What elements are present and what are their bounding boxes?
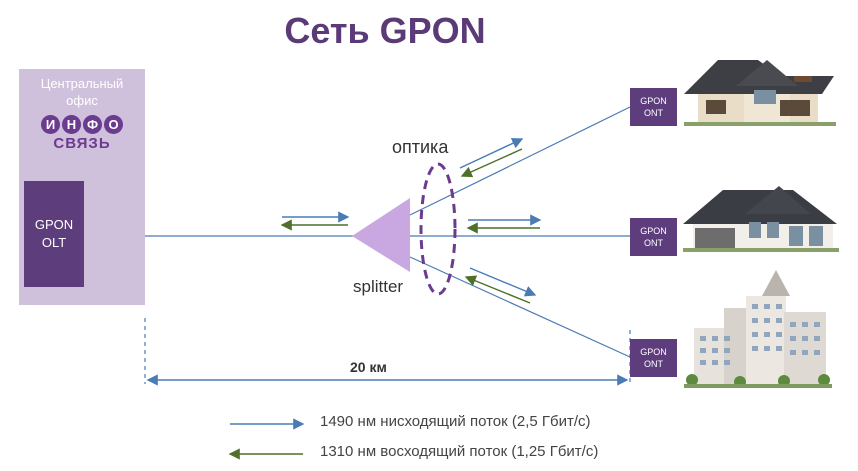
splitter-icon (352, 198, 410, 272)
gpon-ont-box-bottom: GPON ONT (630, 339, 677, 377)
central-office-label: Центральный офис (40, 76, 124, 108)
splitter-label: splitter (353, 277, 404, 296)
branch-fiber-top (409, 106, 631, 216)
infosvyaz-logo: И Н Ф О СВЯЗЬ (19, 115, 145, 152)
bottom-upstream-arrow (464, 275, 531, 304)
legend-downstream-label: 1490 нм нисходящий поток (2,5 Гбит/с) (320, 413, 591, 430)
house-icon (683, 186, 839, 252)
gpon-ont-box-top: GPON ONT (630, 88, 677, 126)
legend-upstream-label: 1310 нм восходящий поток (1,25 Гбит/с) (320, 443, 599, 460)
diagram-title: Сеть GPON (284, 10, 486, 51)
top-downstream-arrow (459, 138, 524, 169)
bottom-downstream-arrow (469, 267, 537, 297)
apartment-building-icon (684, 270, 832, 388)
house-icon (684, 60, 836, 126)
distance-label: 20 км (350, 359, 387, 375)
gpon-ont-box-middle: GPON ONT (630, 218, 677, 256)
branch-fiber-bottom (409, 256, 631, 358)
optics-ellipse (419, 162, 457, 296)
optics-label: оптика (392, 137, 449, 157)
top-upstream-arrow (460, 148, 523, 178)
gpon-olt-box: GPON OLT (24, 181, 84, 287)
